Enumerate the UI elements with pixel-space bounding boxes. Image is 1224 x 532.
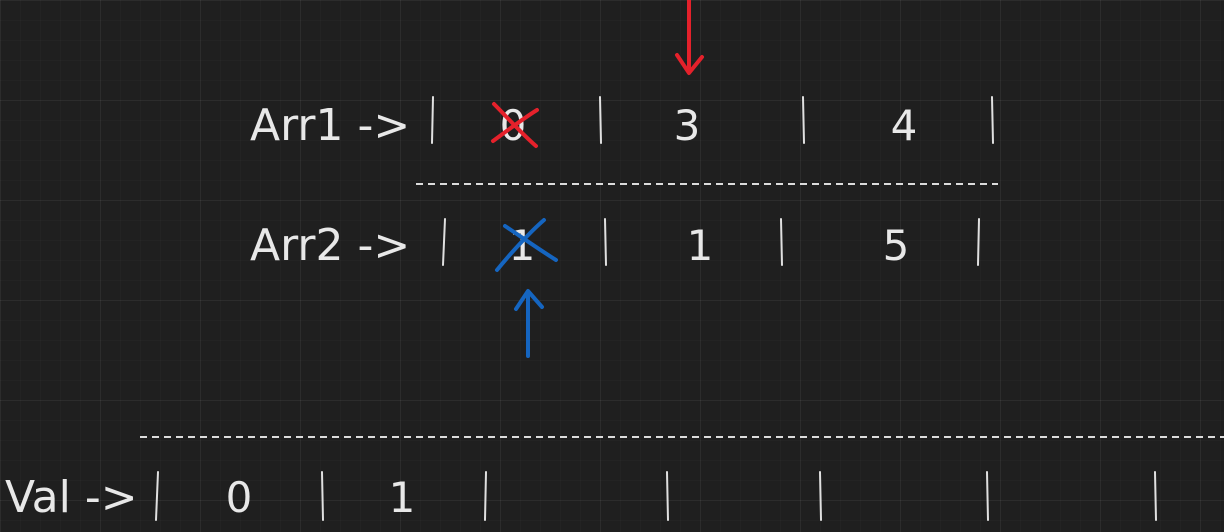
val-separator: [1154, 471, 1157, 521]
val-separator: [155, 471, 159, 521]
arr1-cross-mark: [491, 102, 539, 148]
val-separator: [666, 471, 669, 521]
arr1-separator: [431, 96, 434, 144]
arr1-separator: [599, 96, 602, 144]
val-cell-0: 0: [226, 473, 253, 522]
arr1-separator: [802, 96, 805, 144]
arr2-pointer-up-arrow-icon: [514, 289, 544, 358]
arr2-separator: [604, 218, 607, 266]
arr1-cell-1: 3: [674, 101, 701, 150]
val-separator: [819, 471, 822, 521]
val-separator: [484, 471, 487, 521]
val-cell-1: 1: [389, 473, 416, 522]
val-label: Val ->: [5, 472, 138, 523]
val-separator: [986, 471, 989, 521]
arr1-cell-2: 4: [891, 101, 918, 150]
arr2-cross-mark: [495, 218, 558, 272]
val-separator: [321, 471, 324, 521]
arr2-separator: [780, 218, 783, 266]
arr2-cell-1: 1: [687, 221, 714, 270]
arr1-label: Arr1 ->: [250, 100, 410, 151]
arr2-separator: [442, 218, 446, 266]
arr1-pointer-down-arrow-icon: [675, 0, 704, 75]
arr2-separator: [977, 218, 980, 266]
arr1-separator: [991, 96, 994, 144]
arr2-label: Arr2 ->: [250, 220, 410, 271]
arr2-cell-2: 5: [883, 221, 910, 270]
